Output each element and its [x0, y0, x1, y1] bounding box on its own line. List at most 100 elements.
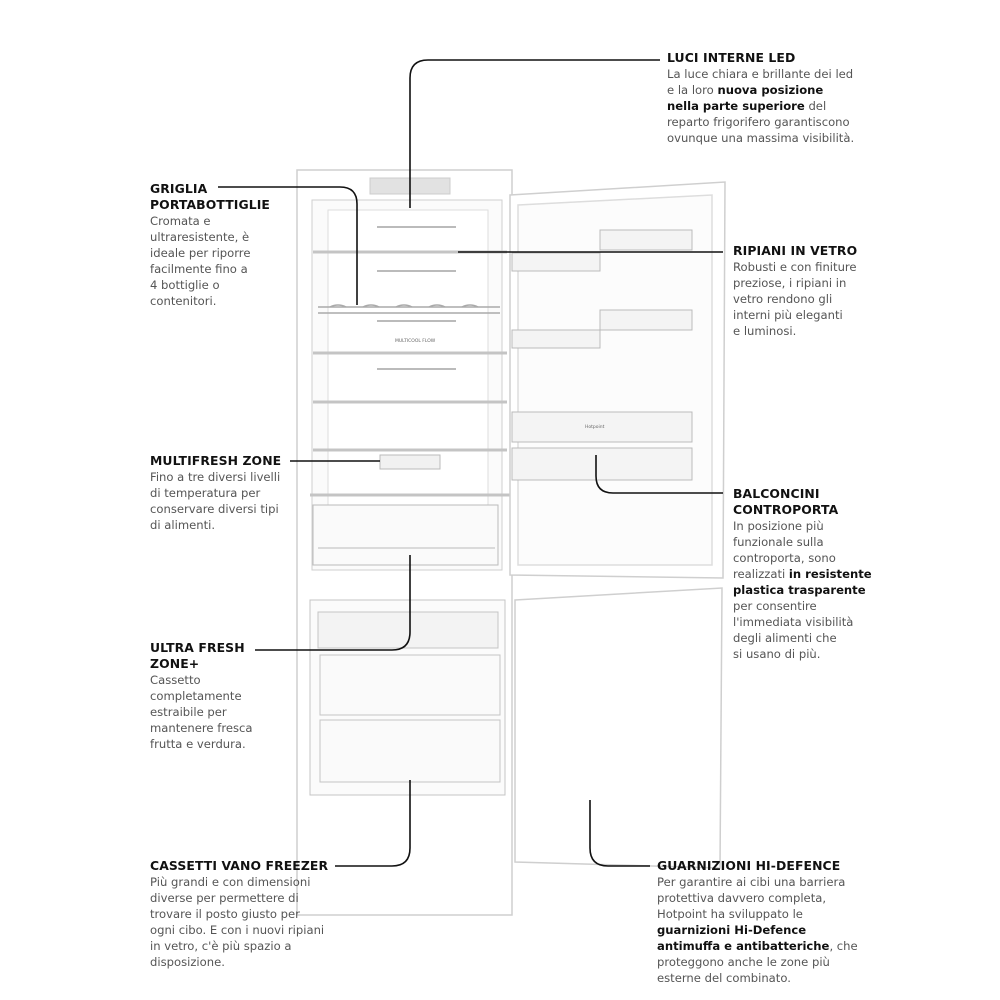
hotpoint-logo: Hotpoint — [585, 424, 605, 430]
callout-title: CASSETTI VANO FREEZER — [150, 858, 329, 873]
callout-title: BALCONCINI — [733, 486, 820, 501]
callout-multifresh-zone: MULTIFRESH ZONE Fino a tre diversi livell… — [150, 453, 281, 533]
callout-title: CONTROPORTA — [733, 502, 839, 517]
led-light-bars — [377, 226, 456, 370]
callout-luci-interne-led: LUCI INTERNE LED La luce chiara e brillan… — [667, 50, 854, 146]
callout-body-line: disposizione. — [150, 954, 328, 970]
callout-body-line: La luce chiara e brillante dei led — [667, 66, 854, 82]
callout-text: si usano di più. — [733, 647, 821, 661]
callout-text: realizzati — [733, 567, 789, 581]
callout-body-line: Per garantire ai cibi una barriera — [657, 874, 858, 890]
callout-text: Robusti e con finiture — [733, 260, 857, 274]
callout-title: GRIGLIA — [150, 181, 208, 196]
callout-body-line: interni più eleganti — [733, 307, 857, 323]
callout-text: proteggono anche le zone più — [657, 955, 830, 969]
leader-luci — [409, 59, 660, 208]
callout-body-line: di alimenti. — [150, 517, 281, 533]
callout-text: estraibile per — [150, 705, 227, 719]
callout-text: di alimenti. — [150, 518, 216, 532]
callout-ripiani-in-vetro: RIPIANI IN VETRO Robusti e con finiture pr… — [733, 243, 857, 339]
callout-text: 4 bottiglie o — [150, 278, 220, 292]
callout-text: completamente — [150, 689, 242, 703]
leader-ultrafresh — [255, 555, 411, 651]
callout-emphasis: plastica trasparente — [733, 583, 866, 597]
callout-text: in vetro, c'è più spazio a — [150, 939, 292, 953]
callout-body-line: In posizione più — [733, 518, 872, 534]
callout-title: PORTABOTTIGLIE — [150, 197, 270, 212]
leader-lines — [218, 59, 723, 867]
callout-title: GUARNIZIONI HI-DEFENCE — [657, 858, 841, 873]
multicool-flow-label: MULTICOOL FLOW — [395, 338, 436, 344]
callout-body-line: Fino a tre diversi livelli — [150, 469, 281, 485]
callout-body-line: mantenere fresca — [150, 720, 252, 736]
callout-text: disposizione. — [150, 955, 225, 969]
ultra-fresh-drawer — [312, 504, 499, 566]
callout-body-line: ideale per riporre — [150, 245, 270, 261]
callout-title: ULTRA FRESH — [150, 640, 245, 655]
callout-cassetti-vano-freezer: CASSETTI VANO FREEZER Più grandi e con di… — [150, 858, 328, 970]
callout-body-line: Hotpoint ha sviluppato le — [657, 906, 858, 922]
callout-body-line: protettiva davvero completa, — [657, 890, 858, 906]
callout-text: ideale per riporre — [150, 246, 251, 260]
callout-body-line: Più grandi e con dimensioni — [150, 874, 328, 890]
callout-text: Per garantire ai cibi una barriera — [657, 875, 846, 889]
callout-text: esterne del combinato. — [657, 971, 791, 985]
callout-body-line: funzionale sulla — [733, 534, 872, 550]
callout-body-line: antimuffa e antibatteriche, che — [657, 938, 858, 954]
callout-text: In posizione più — [733, 519, 824, 533]
callout-body-line: proteggono anche le zone più — [657, 954, 858, 970]
callout-title: RIPIANI IN VETRO — [733, 243, 858, 258]
callout-body-line: ovunque una massima visibilità. — [667, 130, 854, 146]
callout-body-line: esterne del combinato. — [657, 970, 858, 986]
callout-text: per consentire — [733, 599, 817, 613]
callout-text: diverse per permettere di — [150, 891, 299, 905]
callout-body-line: conservare diversi tipi — [150, 501, 281, 517]
leader-griglia — [218, 186, 358, 305]
callout-body-line: trovare il posto giusto per — [150, 906, 328, 922]
callout-text: Fino a tre diversi livelli — [150, 470, 281, 484]
callout-text: reparto frigorifero garantiscono — [667, 115, 850, 129]
leader-guarnizioni — [589, 800, 650, 867]
callout-text: funzionale sulla — [733, 535, 824, 549]
callout-body-line: estraibile per — [150, 704, 252, 720]
freezer-door — [514, 587, 723, 869]
callout-text: del — [804, 99, 827, 113]
callout-text: Hotpoint ha sviluppato le — [657, 907, 803, 921]
callout-body-line: vetro rendono gli — [733, 291, 857, 307]
callout-text: degli alimenti che — [733, 631, 837, 645]
multifresh-control — [379, 454, 441, 470]
callout-text: contenitori. — [150, 294, 217, 308]
callout-guarnizioni-hi-defence: GUARNIZIONI HI-DEFENCE Per garantire ai c… — [657, 858, 858, 986]
callout-text: l'immediata visibilità — [733, 615, 854, 629]
callout-text: protettiva davvero completa, — [657, 891, 827, 905]
callout-text: Cassetto — [150, 673, 201, 687]
callout-text: e la loro — [667, 83, 718, 97]
callout-text: conservare diversi tipi — [150, 502, 279, 516]
callout-text: e luminosi. — [733, 324, 797, 338]
callout-text: Più grandi e con dimensioni — [150, 875, 311, 889]
callout-body-line: controporta, sono — [733, 550, 872, 566]
bottle-rack — [318, 304, 500, 314]
freezer-compartment — [309, 599, 506, 796]
callout-body-line: 4 bottiglie o — [150, 277, 270, 293]
callout-body-line: nella parte superiore del — [667, 98, 854, 114]
callout-body-line: frutta e verdura. — [150, 736, 252, 752]
callout-text: preziose, i ripiani in — [733, 276, 847, 290]
callout-title: MULTIFRESH ZONE — [150, 453, 282, 468]
callout-title: LUCI INTERNE LED — [667, 50, 796, 65]
callout-body-line: completamente — [150, 688, 252, 704]
callout-body-line: degli alimenti che — [733, 630, 872, 646]
callout-text: ovunque una massima visibilità. — [667, 131, 855, 145]
callout-body-line: reparto frigorifero garantiscono — [667, 114, 854, 130]
callout-text: La luce chiara e brillante dei led — [667, 67, 854, 81]
leader-cassetti — [335, 780, 411, 867]
callout-text: interni più eleganti — [733, 308, 843, 322]
callout-text: controporta, sono — [733, 551, 836, 565]
callout-emphasis: guarnizioni Hi-Defence — [657, 923, 807, 937]
callout-body-line: per consentire — [733, 598, 872, 614]
callout-text: di temperatura per — [150, 486, 261, 500]
